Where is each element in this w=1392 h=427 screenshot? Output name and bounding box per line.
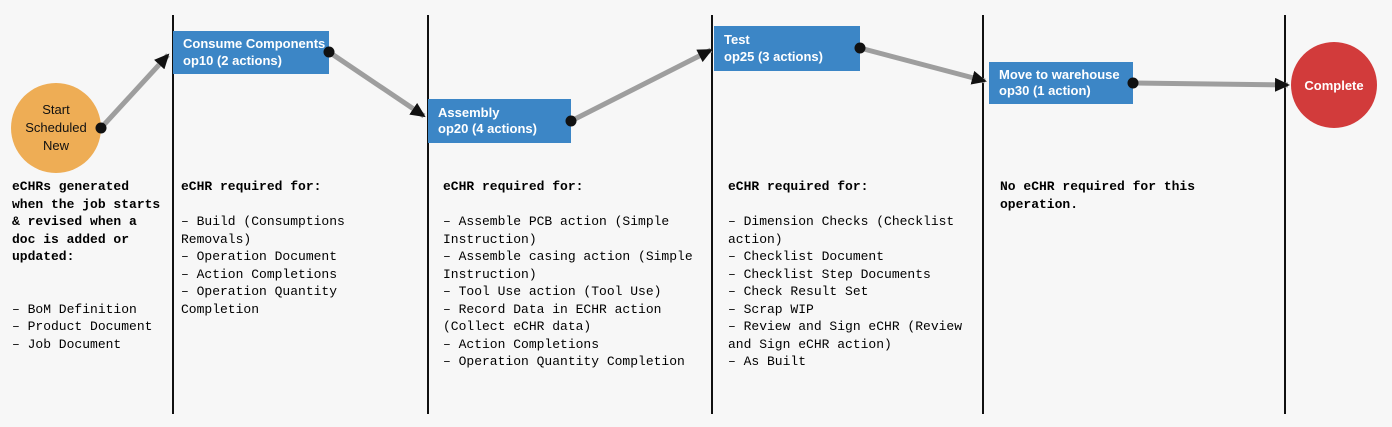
flow-arrow xyxy=(99,53,170,130)
flow-arrow xyxy=(1132,77,1290,92)
echr-list-item: – Operation Quantity Completion xyxy=(443,354,685,369)
echr-column-header: eCHR required for: xyxy=(728,179,869,194)
operation-subtitle: op20 (4 actions) xyxy=(438,121,537,136)
echr-list-item: – Operation Document xyxy=(181,249,338,264)
complete-node: Complete xyxy=(1291,42,1377,128)
operation-subtitle: op25 (3 actions) xyxy=(724,48,823,64)
operation-title: Consume Components xyxy=(183,36,326,51)
column-divider xyxy=(172,15,174,414)
echr-list-item: – Job Document xyxy=(12,336,122,352)
echr-list-item: – Check Result Set xyxy=(728,284,869,299)
operation-node-op30: Move to warehouse op30 (1 action) xyxy=(989,62,1133,104)
echr-list-item: – Assemble PCB action (Simple Instructio… xyxy=(443,214,670,247)
echr-list-item: – Product Document xyxy=(12,319,153,334)
echr-list-item: – As Built xyxy=(728,354,807,369)
echr-list-item: – Operation Quantity Completion xyxy=(181,284,338,317)
operation-title: Test xyxy=(724,32,750,47)
operation-subtitle: op30 (1 action) xyxy=(999,83,1091,98)
operation-node-op25: Test op25 (3 actions) xyxy=(714,26,860,71)
operation-title: Assembly xyxy=(438,104,500,120)
echr-column-header: eCHR required for: xyxy=(443,179,584,194)
echr-list: – Dimension Checks (Checklist action) – C… xyxy=(728,213,974,371)
start-node: Start Scheduled New xyxy=(11,83,101,173)
echr-list-item: – Dimension Checks (Checklist action) xyxy=(728,214,955,247)
echr-list-item: – Checklist Document xyxy=(728,249,885,264)
echr-list-item: – Checklist Step Documents xyxy=(728,266,931,282)
column-divider xyxy=(711,15,713,414)
operation-node-op20: Assembly op20 (4 actions) xyxy=(428,99,571,143)
column-divider xyxy=(982,15,984,414)
echr-column-header: eCHRs generated when the job starts & re… xyxy=(12,179,161,264)
echr-column-op30: No eCHR required for this operation. xyxy=(1000,178,1234,231)
echr-list-item: – Tool Use action (Tool Use) xyxy=(443,284,662,299)
echr-column-header: eCHR required for: xyxy=(181,179,322,194)
column-divider xyxy=(1284,15,1286,414)
echr-list-item: – BoM Definition xyxy=(12,301,137,317)
echr-list: – BoM Definition – Product Document – Job … xyxy=(12,301,164,354)
echr-list-item: – Action Completions xyxy=(181,266,338,282)
echr-column-header: No eCHR required for this operation. xyxy=(1000,179,1196,212)
echr-column-job: eCHRs generated when the job starts & re… xyxy=(12,178,164,353)
echr-list-item: – Build (Consumptions Removals) xyxy=(181,214,345,247)
flow-arrow xyxy=(327,49,426,119)
echr-list-item: – Assemble casing action (Simple Instruc… xyxy=(443,249,693,282)
echr-list-item: – Scrap WIP xyxy=(728,301,814,317)
operation-node-op10: Consume Components op10 (2 actions) xyxy=(173,31,329,74)
echr-list: – Assemble PCB action (Simple Instructio… xyxy=(443,213,708,371)
flow-arrow xyxy=(569,47,713,124)
echr-list-item: – Review and Sign eCHR (Review and Sign … xyxy=(728,319,963,352)
operation-title: Move to warehouse xyxy=(999,66,1120,82)
flow-arrow xyxy=(859,45,987,85)
echr-column-op10: eCHR required for: – Build (Consumptions… xyxy=(181,178,415,318)
echr-column-op20: eCHR required for: – Assemble PCB action… xyxy=(443,178,708,371)
echr-column-op25: eCHR required for: – Dimension Checks (C… xyxy=(728,178,974,371)
echr-list-item: – Action Completions xyxy=(443,336,600,352)
column-divider xyxy=(427,15,429,414)
echr-list: – Build (Consumptions Removals) – Operati… xyxy=(181,213,415,318)
echr-list-item: – Record Data in ECHR action (Collect eC… xyxy=(443,301,662,335)
operation-subtitle: op10 (2 actions) xyxy=(183,52,282,68)
